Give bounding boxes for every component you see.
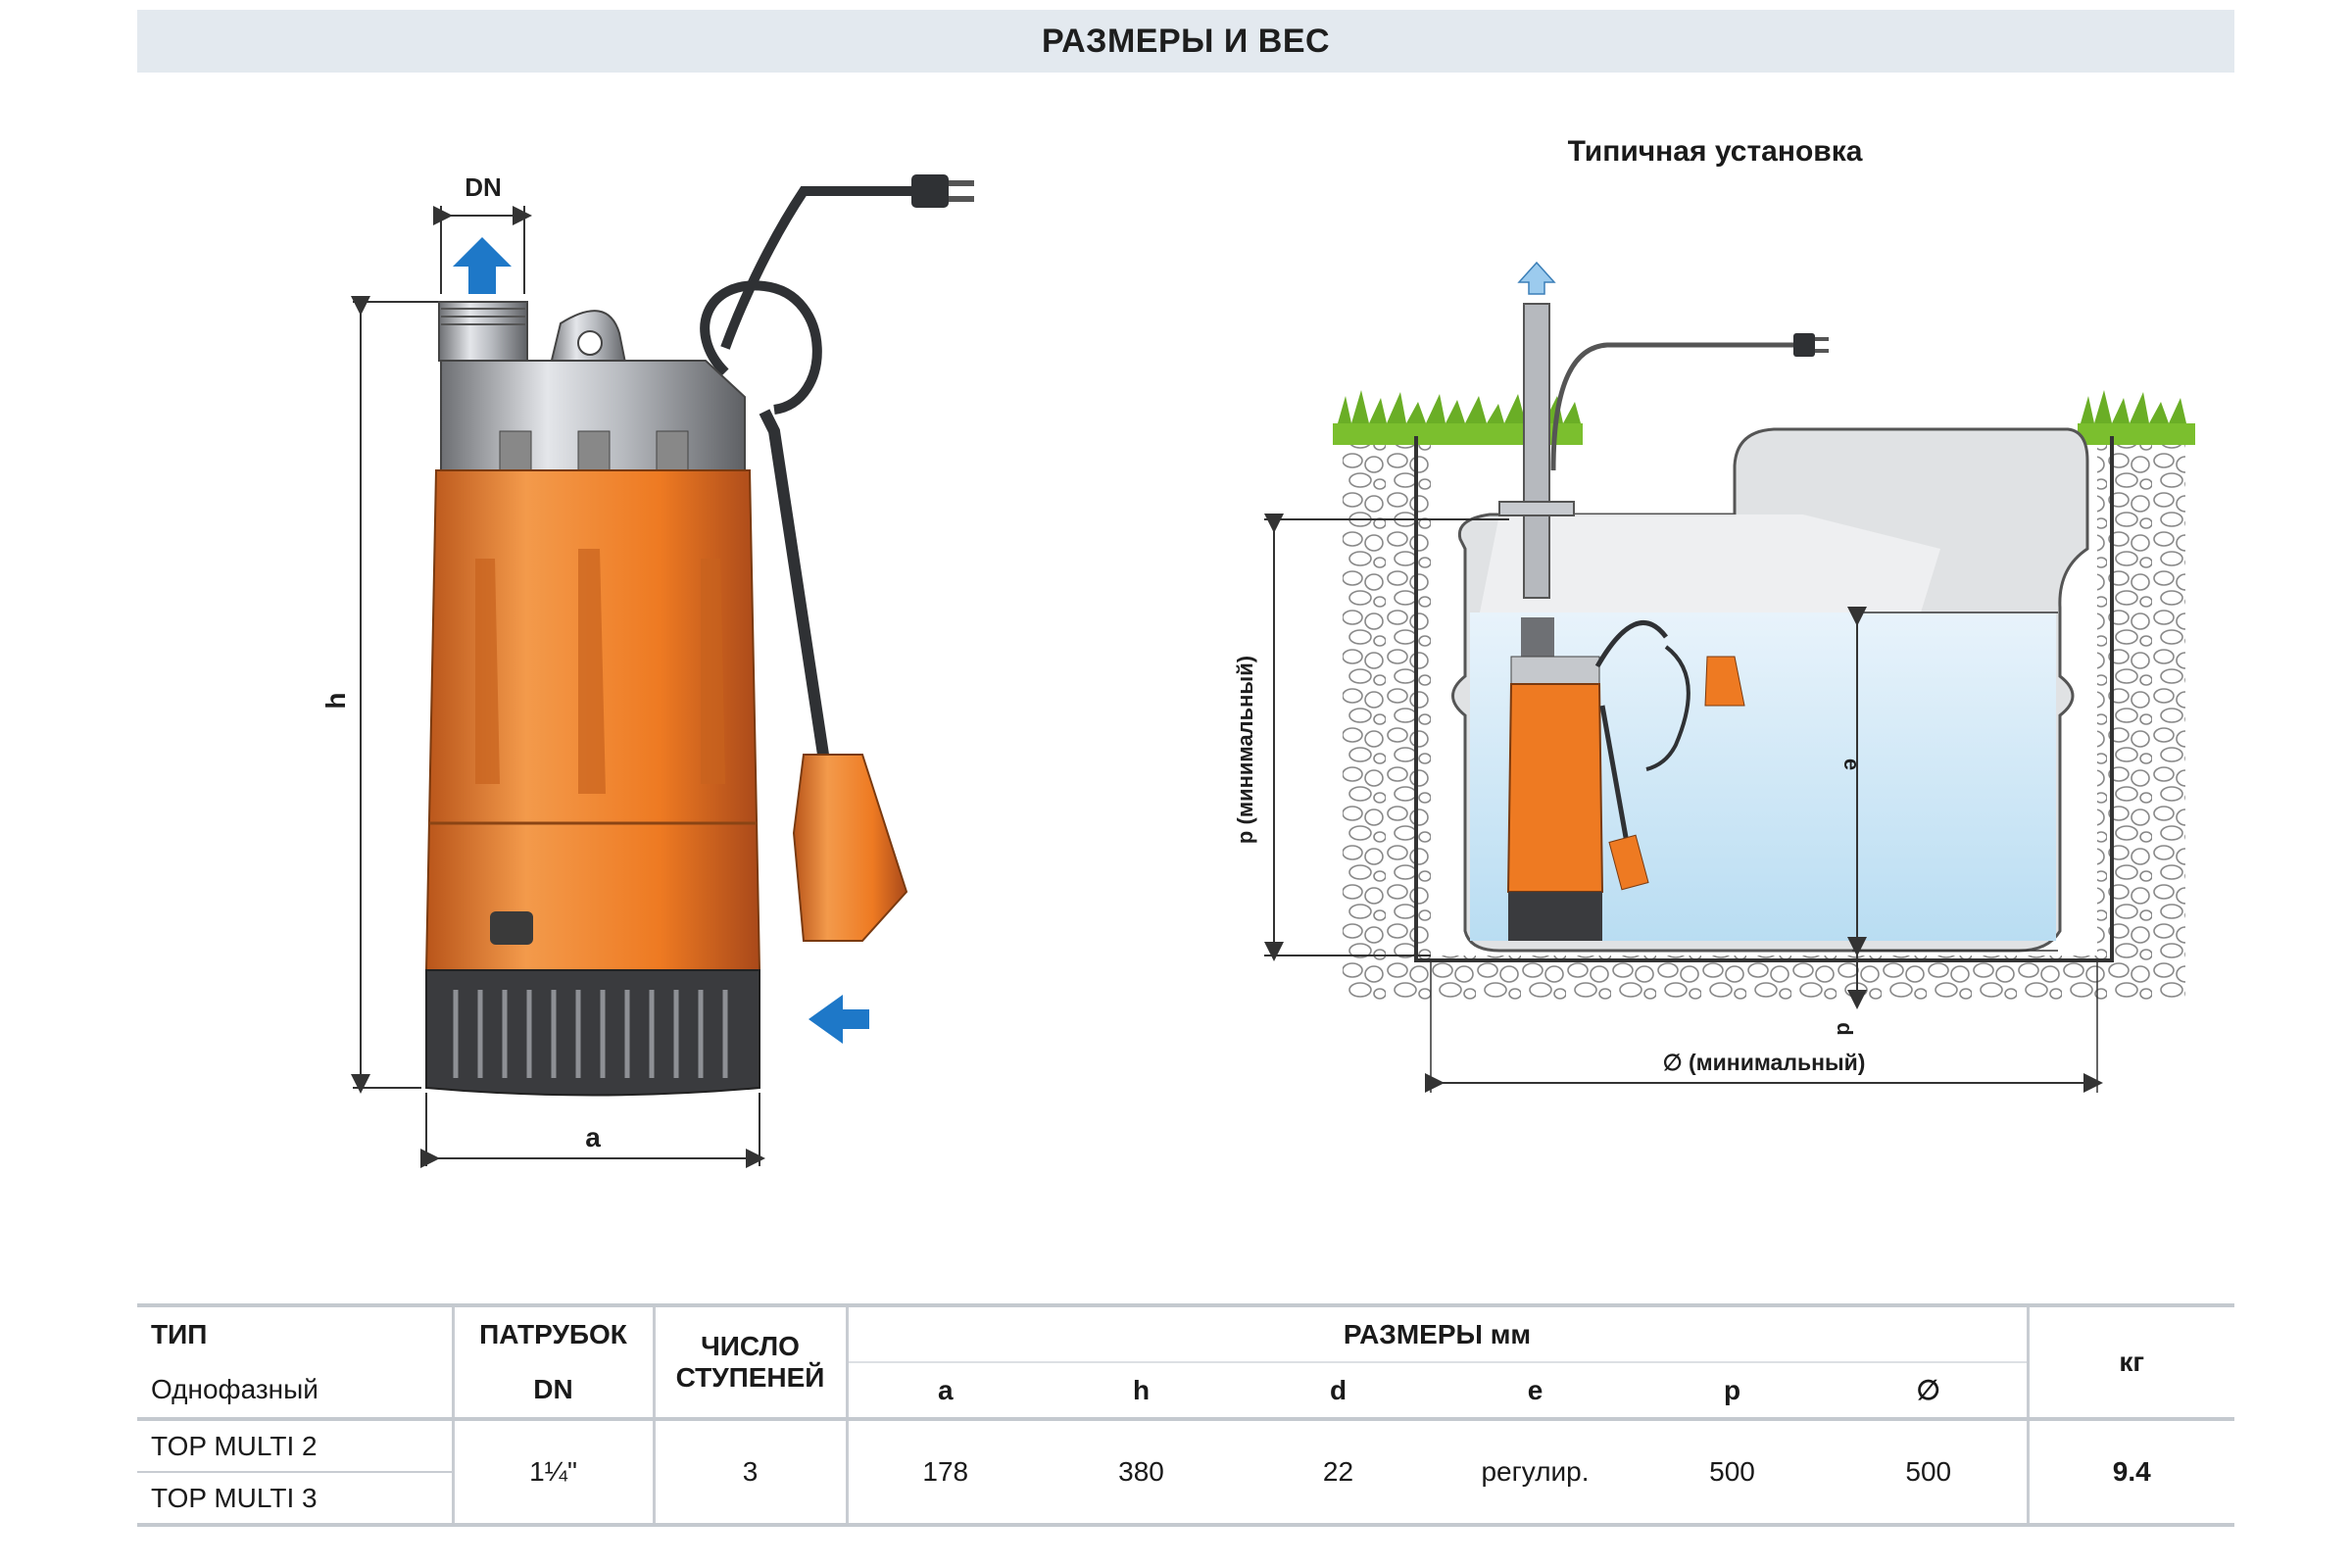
diameter-label: ∅ (минимальный) <box>1663 1050 1866 1075</box>
installation-diagram: p (минимальный) e d ∅ (минимальный) <box>1233 261 2195 1093</box>
model-name: TOP MULTI 3 <box>137 1472 453 1527</box>
discharge-arrow-icon <box>1517 261 1556 295</box>
cell-a: 178 <box>847 1417 1043 1527</box>
col-outlet: ПАТРУБОК <box>451 1303 656 1362</box>
a-label: a <box>585 1122 601 1152</box>
h-dimension: h <box>320 296 441 1094</box>
install-title: Типичная установка <box>1567 135 1863 168</box>
col-stages-line1: ЧИСЛО <box>701 1331 800 1361</box>
col-a: a <box>847 1361 1043 1419</box>
h-label: h <box>320 692 351 709</box>
switch-icon <box>490 911 533 945</box>
cell-d: 22 <box>1240 1417 1437 1527</box>
col-p: p <box>1634 1361 1831 1419</box>
installed-pump <box>1506 617 1745 941</box>
outlet-arrow-icon <box>453 237 512 294</box>
diameter-dimension: ∅ (минимальный) <box>1425 960 2103 1093</box>
e-dimension: e <box>1839 607 2058 956</box>
a-dimension: a <box>420 1093 765 1168</box>
d-label: d <box>1833 1022 1857 1035</box>
col-d: d <box>1240 1361 1437 1419</box>
cell-dn: 1¼" <box>451 1417 656 1527</box>
col-phase: Однофазный <box>151 1374 318 1404</box>
power-cable <box>720 186 921 350</box>
cell-h: 380 <box>1043 1417 1240 1527</box>
col-dims: РАЗМЕРЫ мм <box>847 1303 2030 1362</box>
cell-diam: 500 <box>1831 1417 2030 1527</box>
col-outlet-dn: DN <box>451 1362 656 1419</box>
plug-icon <box>911 174 974 208</box>
float-switch <box>792 754 908 942</box>
col-diam: ∅ <box>1831 1361 2030 1419</box>
intake-grille <box>425 969 760 1097</box>
cell-p: 500 <box>1634 1417 1831 1527</box>
cable-loop <box>700 280 822 415</box>
p-label: p (минимальный) <box>1233 656 1257 844</box>
header-band: РАЗМЕРЫ И ВЕС <box>137 10 2234 73</box>
p-dimension: p (минимальный) <box>1233 514 1509 961</box>
install-plug-icon <box>1793 333 1829 357</box>
col-h: h <box>1043 1361 1240 1419</box>
model-name: TOP MULTI 2 <box>137 1417 453 1473</box>
col-stages-line2: СТУПЕНЕЙ <box>675 1362 825 1393</box>
col-kg: кг <box>2028 1303 2234 1419</box>
cell-e: регулир. <box>1437 1417 1634 1527</box>
page-title: РАЗМЕРЫ И ВЕС <box>1041 23 1331 60</box>
table-row: TOP MULTI 2 1¼" 3 178 380 22 регулир. 50… <box>137 1417 2234 1527</box>
e-label: e <box>1839 759 1864 770</box>
table-row: TOP MULTI 3 <box>137 1472 2234 1527</box>
pump-diagram: DN h <box>320 172 974 1168</box>
dn-dimension: DN <box>433 172 532 294</box>
col-stages: ЧИСЛО СТУПЕНЕЙ <box>654 1303 849 1419</box>
grass <box>1333 390 2195 445</box>
col-type: ТИП <box>137 1303 453 1362</box>
dn-label: DN <box>465 172 502 202</box>
col-e: e <box>1437 1361 1634 1419</box>
gravel-bed <box>1343 441 2185 1000</box>
d-dimension: d <box>1833 953 1867 1036</box>
outlet-pipe <box>438 301 528 362</box>
discharge-pipe <box>1523 303 1550 599</box>
cell-stages: 3 <box>654 1417 849 1527</box>
cell-kg: 9.4 <box>2028 1417 2234 1527</box>
spec-table: ТИП ПАТРУБОК ЧИСЛО СТУПЕНЕЙ РАЗМЕРЫ мм к… <box>137 1303 2234 1527</box>
